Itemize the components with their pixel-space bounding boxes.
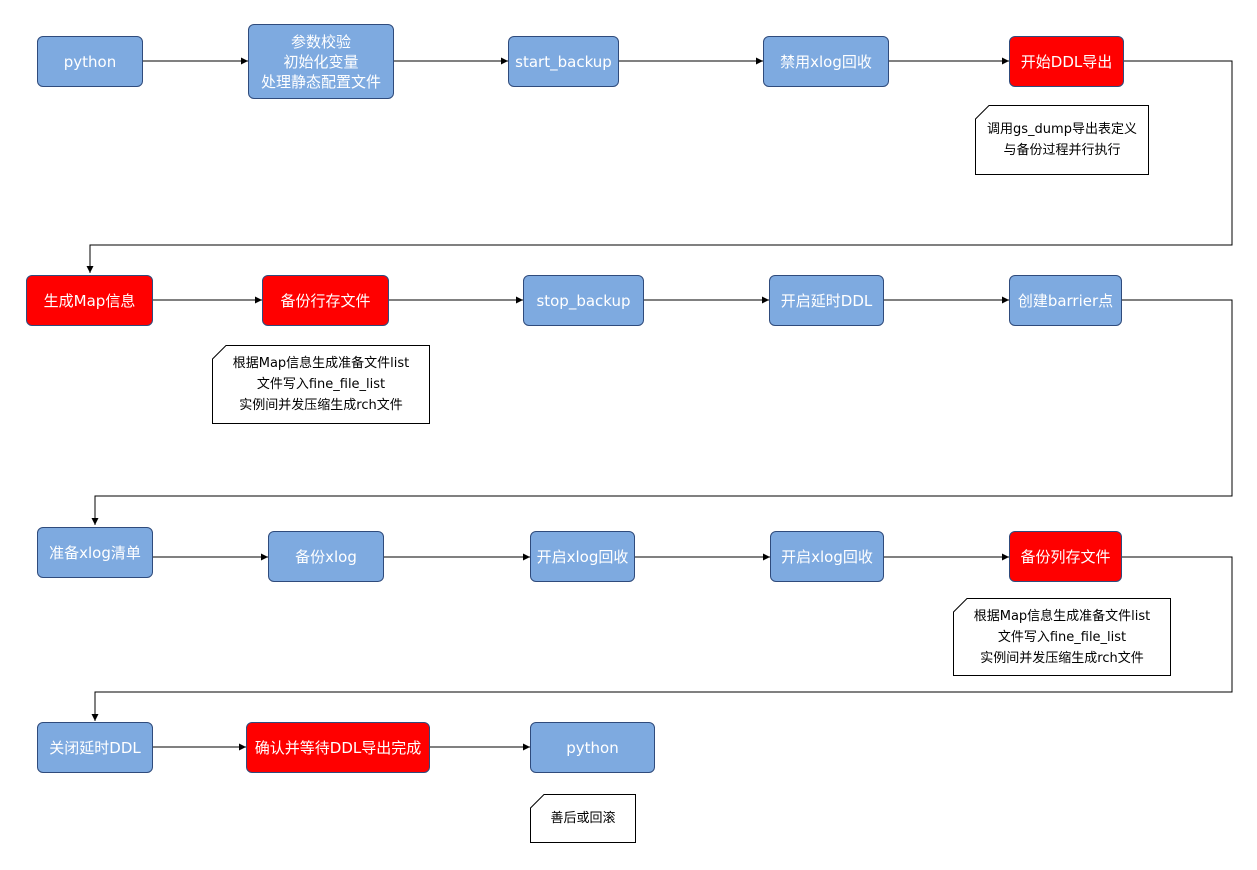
create-barrier-node: 创建barrier点 (1009, 275, 1122, 326)
cleanup-note: 善后或回滚 (530, 794, 636, 843)
note-shape (975, 105, 1149, 175)
note-shape (953, 598, 1171, 676)
stop-backup-node: stop_backup (523, 275, 644, 326)
gen-map-node: 生成Map信息 (26, 275, 153, 326)
param-check-node: 参数校验 初始化变量 处理静态配置文件 (248, 24, 394, 99)
arrow (91, 299, 1233, 525)
start-ddl-node: 开始DDL导出 (1009, 36, 1124, 87)
enable-delay-ddl-node: 开启延时DDL (769, 275, 884, 326)
note-shape (530, 794, 636, 843)
col-files-note: 根据Map信息生成准备文件list 文件写入fine_file_list 实例间… (953, 598, 1171, 676)
python-start-node: python (37, 36, 143, 87)
enable-xlog-node-1: 开启xlog回收 (530, 531, 635, 582)
arrow (86, 60, 1233, 273)
gs-dump-note: 调用gs_dump导出表定义 与备份过程并行执行 (975, 105, 1149, 175)
cleanup-note-text: 善后或回滚 (550, 811, 616, 826)
enable-xlog-node-2: 开启xlog回收 (770, 531, 884, 582)
backup-col-node: 备份列存文件 (1009, 531, 1122, 582)
close-delay-ddl-node: 关闭延时DDL (37, 722, 153, 773)
gs-dump-note-text: 调用gs_dump导出表定义 与备份过程并行执行 (987, 122, 1137, 158)
col-files-note-text: 根据Map信息生成准备文件list 文件写入fine_file_list 实例间… (973, 608, 1151, 666)
row-files-note-text: 根据Map信息生成准备文件list 文件写入fine_file_list 实例间… (232, 356, 410, 413)
row-files-note: 根据Map信息生成准备文件list 文件写入fine_file_list 实例间… (212, 345, 430, 424)
disable-xlog-node: 禁用xlog回收 (763, 36, 889, 87)
backup-xlog-node: 备份xlog (268, 531, 384, 582)
start-backup-node: start_backup (508, 36, 619, 87)
python-end-node: python (530, 722, 655, 773)
prepare-xlog-node: 准备xlog清单 (37, 527, 153, 578)
confirm-ddl-node: 确认并等待DDL导出完成 (246, 722, 430, 773)
backup-row-node: 备份行存文件 (262, 275, 389, 326)
note-shape (212, 345, 430, 424)
arrow (91, 556, 1233, 721)
